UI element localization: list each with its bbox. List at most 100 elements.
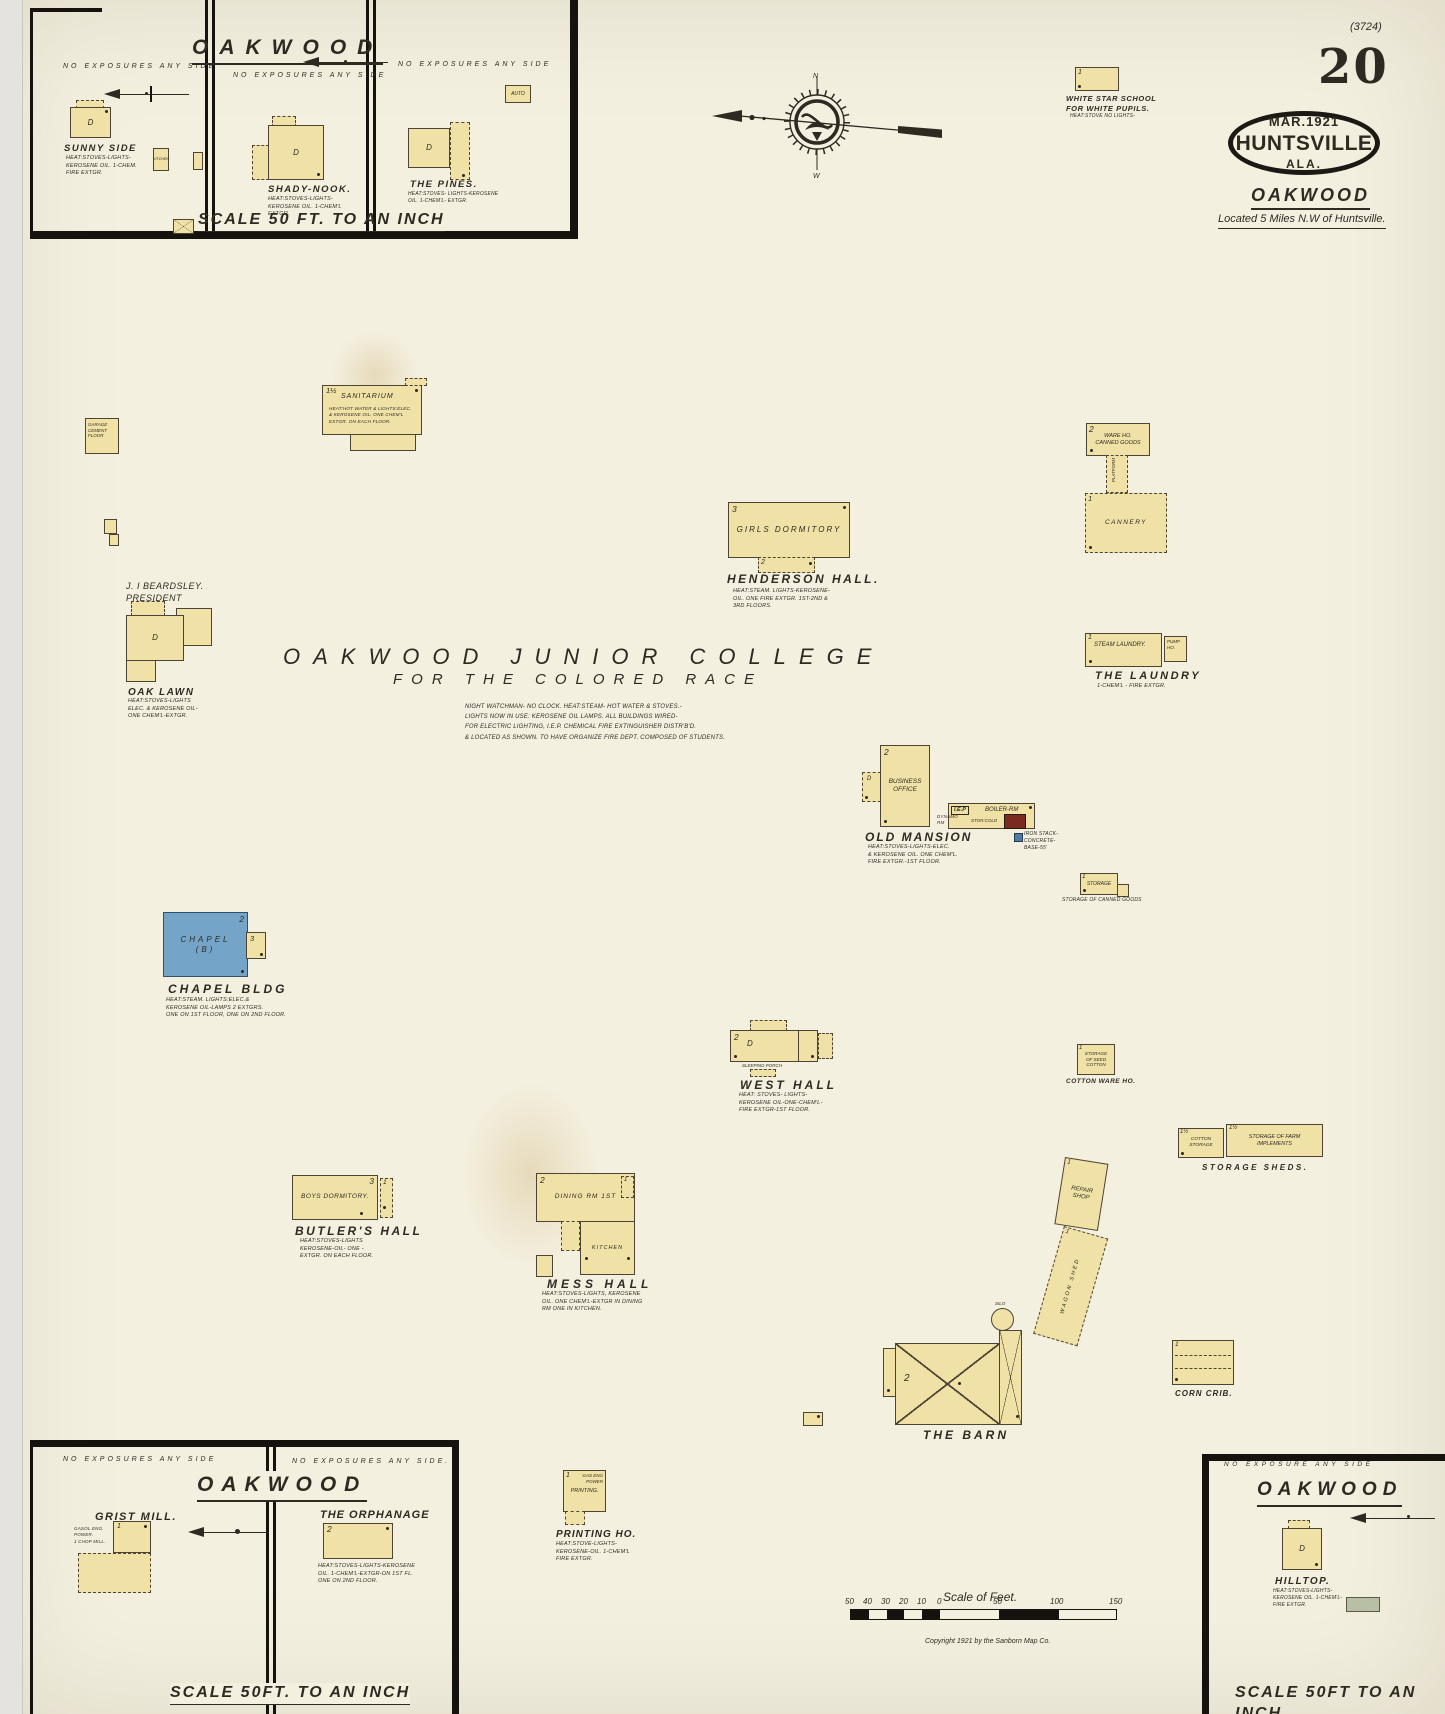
- street-name-oakwood-tl: OAKWOOD: [192, 34, 384, 66]
- west-hall-label: WEST HALL: [740, 1078, 837, 1092]
- kitchen-porch: [561, 1221, 580, 1251]
- ware-house-text: WARE HO. CANNED GOODS: [1095, 432, 1141, 446]
- grist-mill-label: GRIST MILL.: [95, 1511, 177, 1523]
- story-number: 2: [761, 559, 765, 566]
- silo: [991, 1308, 1014, 1331]
- sanitarium-text: SANITARIUM: [341, 393, 394, 400]
- old-mansion-annex: D: [862, 772, 881, 802]
- story-number: 2: [327, 1524, 332, 1534]
- story-number: 2: [239, 914, 244, 924]
- copyright-line: Copyright 1921 by the Sanborn Map Co.: [925, 1638, 1051, 1645]
- stor-text: STOR:COLD: [971, 818, 998, 823]
- hilltop-label: HILLTOP.: [1275, 1576, 1331, 1587]
- north-arrow: [188, 1527, 204, 1537]
- storage-canned-annex: [1117, 884, 1129, 897]
- pines-label: THE PINES.: [410, 179, 478, 190]
- story-number: 3: [250, 934, 255, 943]
- shady-nook-note: HEAT:STOVES-LIGHTS- KEROSENE OIL. 1-CHEM…: [268, 196, 342, 218]
- campus-subtitle: FOR THE COLORED RACE: [393, 671, 764, 688]
- hilltop-note: HEAT:STOVES-LIGHTS- KEROSENE OIL. 1-CHEM…: [1273, 1588, 1343, 1608]
- storage-text: STORAGE: [1086, 880, 1112, 887]
- scale-tick: 150: [1109, 1597, 1123, 1606]
- story-number: 1: [1078, 69, 1082, 76]
- story-number: 1: [1088, 634, 1092, 641]
- story-number: 2: [904, 1373, 910, 1384]
- henderson-hall-note: HEAT:STEAM. LIGHTS-KEROSENE- OIL. ONE FI…: [733, 588, 831, 610]
- cannery-text: CANNERY: [1104, 518, 1148, 526]
- story-number: 1: [566, 1472, 570, 1479]
- girls-dormitory-building: 3 GIRLS DORMITORY: [728, 502, 850, 558]
- road-vertical: [266, 1447, 276, 1714]
- scale-bar: [850, 1609, 1117, 1620]
- butlers-hall-note: HEAT:STOVES-LIGHTS KEROSENE-OIL- ONE - E…: [300, 1238, 374, 1260]
- story-number: 1: [624, 1177, 628, 1183]
- chapel-annex: 3: [246, 932, 266, 959]
- president-label: J. I BEARDSLEY. PRESIDENT: [126, 581, 204, 603]
- arrow-line: [318, 61, 388, 63]
- farm-implements-text: STORAGE OF FARM IMPLEMENTS: [1248, 1133, 1301, 1147]
- cannery-building: 1 CANNERY: [1085, 493, 1167, 553]
- mess-outbuilding: [536, 1255, 553, 1277]
- repair-shop-building: 1 REPAIR SHOP: [1054, 1157, 1109, 1232]
- sheet-ref: (3724): [1350, 21, 1382, 33]
- arrow-dot: [1407, 1515, 1410, 1518]
- road-vertical: [205, 0, 215, 231]
- steam-laundry-building: 1 STEAM LAUNDRY.: [1085, 633, 1162, 667]
- barn-wing: [999, 1330, 1022, 1425]
- sanitarium-building: 1½ SANITARIUM HEAT:HOT WATER & LIGHTS:EL…: [322, 385, 422, 435]
- boiler-building: I.E.P BOILER-RM STOR:COLD: [948, 803, 1035, 829]
- mess-hall-note: HEAT:STOVES-LIGHTS, KEROSENE OIL. ONE CH…: [542, 1291, 643, 1313]
- crib-partition: [1175, 1355, 1231, 1356]
- oak-lawn-label: OAK LAWN: [128, 687, 195, 698]
- scale-tick: 50: [993, 1597, 1002, 1606]
- corn-crib-building: 1: [1172, 1340, 1234, 1385]
- platform-text: PLATFORM: [1111, 458, 1116, 483]
- crossed-outbuilding: [173, 219, 194, 234]
- the-laundry-note: 1-CHEM'L - FIRE EXTGR.: [1097, 683, 1166, 689]
- street-name-oakwood-bl: OAKWOOD: [197, 1471, 368, 1503]
- inset-tl-bottom-border: [30, 231, 578, 239]
- iron-stack-icon: [1014, 833, 1023, 842]
- storage-canned-label: STORAGE OF CANNED GOODS: [1062, 897, 1142, 903]
- ware-house-building: 2 WARE HO. CANNED GOODS: [1086, 423, 1150, 456]
- story-number: 2: [1089, 424, 1094, 434]
- cotton-ware-house-label: COTTON WARE HO.: [1066, 1078, 1136, 1085]
- story-number: 2: [734, 1032, 739, 1042]
- inset-br-scale: SCALE 50FT TO AN INCH: [1235, 1683, 1445, 1714]
- inset-tl-corner-line: [30, 8, 102, 12]
- kitchen-building: KITCHEN: [580, 1221, 635, 1275]
- boys-dormitory-text: BOYS DORMITORY.: [301, 1193, 369, 1201]
- north-arrow: [104, 89, 120, 99]
- north-arrow: [1350, 1513, 1366, 1523]
- arrow-dot: [235, 1529, 240, 1534]
- small-outbuilding: [104, 519, 117, 534]
- dynamo-label: DYNAMO RM: [937, 814, 958, 826]
- pines-wing: [450, 122, 470, 180]
- printing-power-note: GAS ENG POWER: [582, 1473, 603, 1484]
- north-arrow: [303, 57, 319, 67]
- scan-edge: [0, 0, 23, 1714]
- pump-house-text: PUMP HO.: [1167, 639, 1181, 650]
- crib-partition: [1175, 1368, 1231, 1369]
- chapel-note: HEAT:STEAM. LIGHTS:ELEC.& KEROSENE OIL-L…: [166, 997, 287, 1019]
- old-mansion-label: OLD MANSION: [865, 830, 973, 844]
- old-mansion-note: HEAT:STOVES-LIGHTS-ELEC. & KEROSENE OIL.…: [868, 844, 958, 866]
- inset-bl-top-border: [30, 1440, 459, 1447]
- inset-tl-left-border: [30, 8, 33, 236]
- campus-general-note: NIGHT WATCHMAN- NO CLOCK. HEAT:STEAM- HO…: [465, 704, 726, 741]
- scale-of-feet-label: Scale of Feet.: [943, 1590, 1018, 1604]
- stamp-city: HUNTSVILLE: [1235, 131, 1373, 155]
- orphanage-note: HEAT:STOVES-LIGHTS-KEROSENE OIL. 1-CHEM'…: [318, 1563, 416, 1585]
- story-number: 1: [1175, 1341, 1179, 1348]
- story-number: 1: [117, 1523, 121, 1530]
- sunny-side-building: D: [70, 107, 111, 138]
- dwelling-mark: D: [293, 147, 299, 157]
- sanitarium-wing: [350, 434, 416, 451]
- inset-br-left-border: [1202, 1454, 1209, 1714]
- the-laundry-label: THE LAUNDRY: [1095, 670, 1202, 682]
- grist-mill-note: GASOL.ENG. POWER. 1 CHOP MILL.: [74, 1526, 106, 1544]
- scale-tick: 0: [937, 1597, 942, 1606]
- chimney-dot: [462, 174, 465, 177]
- printing-label: PRINTING HO.: [556, 1529, 637, 1540]
- dwelling-mark: D: [152, 633, 158, 642]
